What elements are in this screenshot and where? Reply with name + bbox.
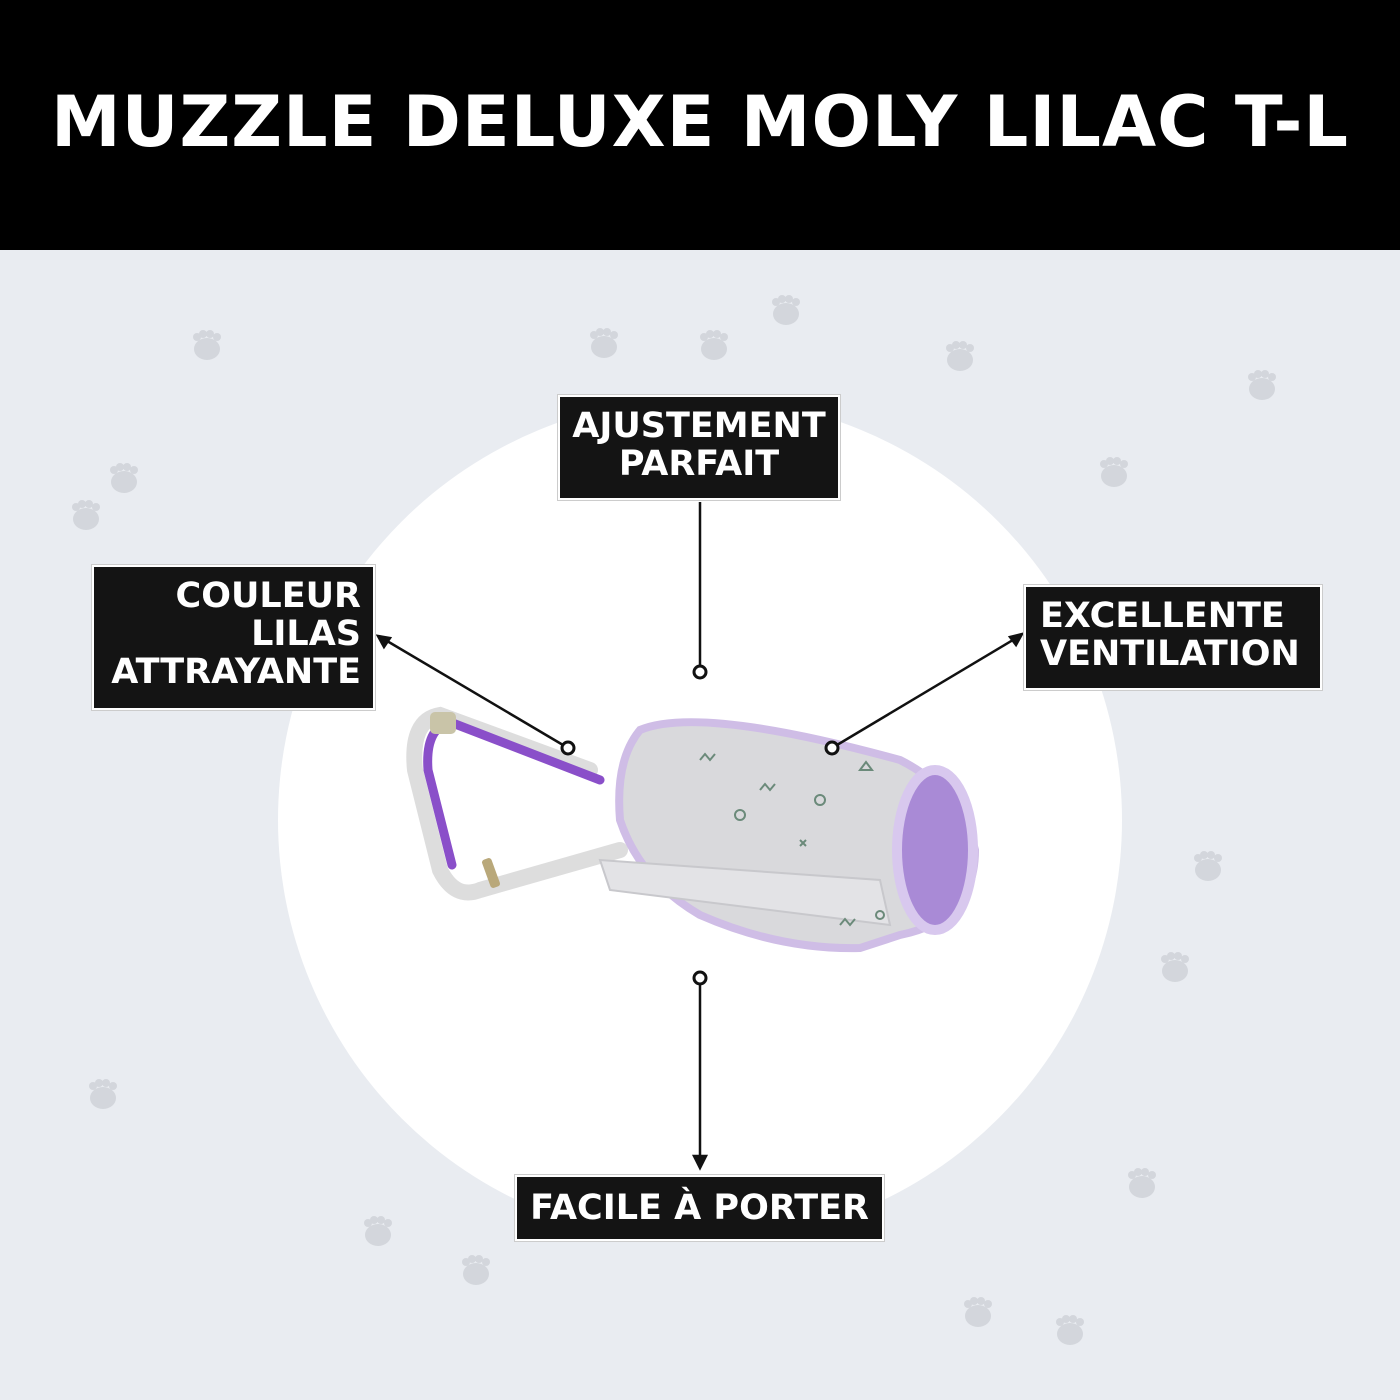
paw-print-icon xyxy=(190,328,224,362)
paw-print-icon xyxy=(86,1077,120,1111)
product-title: MUZZLE DELUXE MOLY LILAC T-L xyxy=(50,81,1350,163)
paw-print-icon xyxy=(69,498,103,532)
feature-text: PARFAIT xyxy=(618,444,780,484)
feature-label-fit: AJUSTEMENT PARFAIT xyxy=(558,395,840,500)
dog-muzzle-image xyxy=(406,706,980,953)
feature-label-ventilation: EXCELLENTE VENTILATION xyxy=(1024,585,1322,690)
callout-line-left xyxy=(381,636,564,747)
feature-text: COULEUR xyxy=(175,576,361,616)
arrow-head-left xyxy=(375,634,393,650)
paw-print-icon xyxy=(459,1253,493,1287)
paw-print-icon xyxy=(1191,849,1225,883)
feature-text: VENTILATION xyxy=(1040,634,1300,674)
paw-print-icon xyxy=(1158,950,1192,984)
feature-text: AJUSTEMENT xyxy=(572,406,826,446)
arrow-head-bottom xyxy=(691,1154,709,1171)
paw-print-icon xyxy=(769,293,803,327)
arrow-head-right xyxy=(1007,632,1025,648)
feature-text: EXCELLENTE xyxy=(1040,596,1285,636)
paw-print-icon xyxy=(1053,1313,1087,1347)
paw-print-icon xyxy=(361,1214,395,1248)
paw-print-icon xyxy=(961,1295,995,1329)
paw-print-icon xyxy=(1125,1166,1159,1200)
callout-line-right xyxy=(836,635,1019,747)
paw-print-icon xyxy=(107,461,141,495)
callout-dot-bottom xyxy=(692,970,708,986)
feature-text: LILAS xyxy=(251,614,361,654)
callout-lines xyxy=(375,502,1025,1171)
feature-label-color: COULEUR LILAS ATTRAYANTE xyxy=(92,565,375,710)
paw-print-icon xyxy=(587,326,621,360)
paw-print-icon xyxy=(1097,455,1131,489)
feature-text: ATTRAYANTE xyxy=(111,652,361,692)
feature-text: FACILE À PORTER xyxy=(530,1188,869,1228)
title-banner: MUZZLE DELUXE MOLY LILAC T-L xyxy=(0,0,1400,250)
paw-print-icon xyxy=(697,328,731,362)
paw-print-icon xyxy=(943,339,977,373)
feature-label-easy-wear: FACILE À PORTER xyxy=(515,1175,884,1241)
callout-dot-right xyxy=(824,740,840,756)
paw-print-icon xyxy=(1245,368,1279,402)
callout-dot-left xyxy=(560,740,576,756)
callout-dot-top xyxy=(692,664,708,680)
